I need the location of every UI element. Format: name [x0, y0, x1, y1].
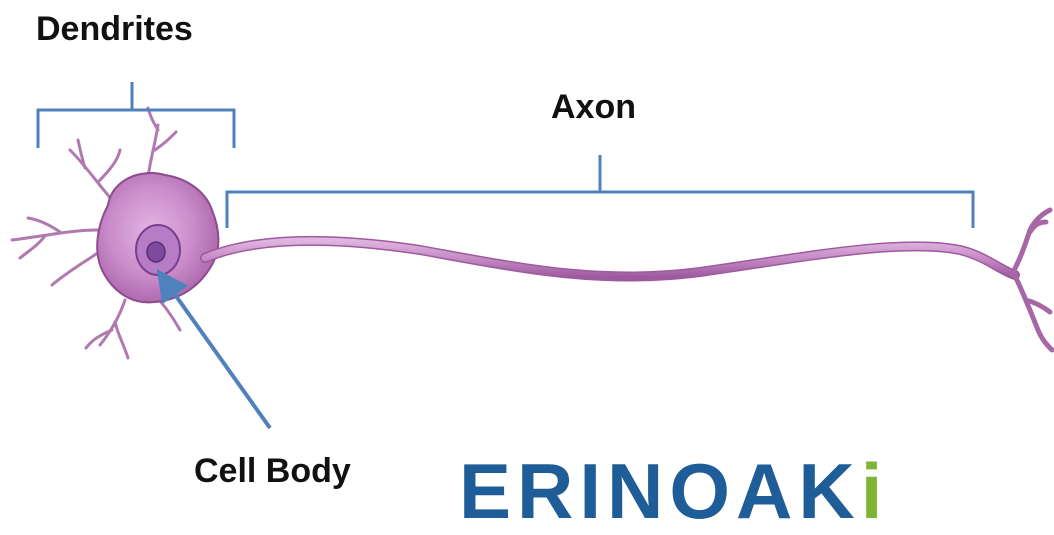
- dendrites-label: Dendrites: [36, 10, 193, 49]
- nucleolus: [147, 242, 165, 262]
- axon: [205, 241, 1015, 277]
- cell-body: [97, 173, 218, 302]
- erinoak-logo: ERINOAKi: [459, 452, 888, 512]
- cell-body-arrow: [166, 282, 270, 428]
- diagram-canvas: [0, 0, 1054, 499]
- dendrites-bracket: [38, 82, 234, 148]
- axon-label: Axon: [551, 88, 636, 127]
- cell-body-label: Cell Body: [194, 452, 351, 491]
- logo-main-text: ERINOAK: [459, 447, 861, 535]
- logo-accent-text: i: [861, 447, 889, 535]
- axon-terminal: [1012, 210, 1052, 350]
- neuron-diagram: Dendrites Axon Cell Body ERINOAKi: [0, 0, 1054, 499]
- axon-bracket: [227, 155, 973, 228]
